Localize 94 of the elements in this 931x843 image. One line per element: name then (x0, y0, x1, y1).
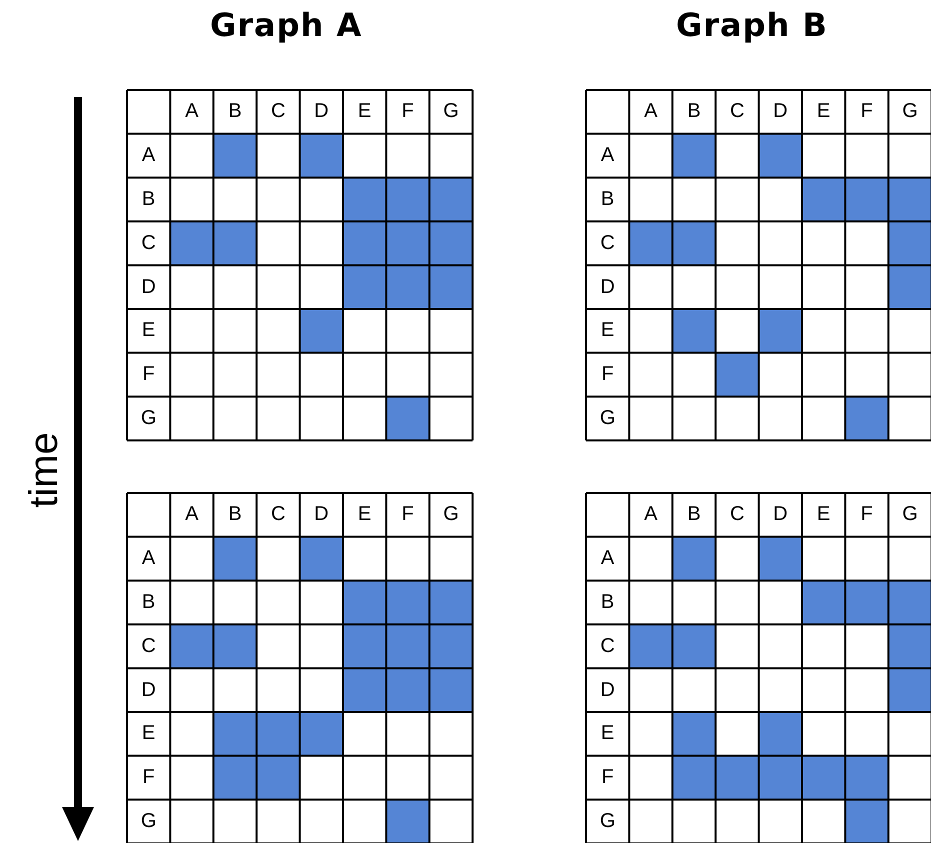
shaded-square (716, 756, 759, 800)
column-header: A (185, 503, 198, 526)
shaded-square (386, 800, 430, 843)
column-header: C (270, 503, 286, 526)
row-header: G (140, 406, 156, 430)
row-header: A (600, 547, 614, 570)
shaded-square (300, 309, 343, 353)
shaded-square (386, 178, 430, 222)
column-header: D (773, 503, 788, 526)
shaded-square (845, 580, 888, 624)
shaded-square (716, 352, 759, 397)
column-header: B (228, 503, 242, 526)
row-header: E (142, 722, 156, 746)
shaded-square (386, 580, 430, 624)
row-header: D (141, 276, 156, 299)
column-header: G (902, 100, 918, 124)
column-header: C (270, 100, 286, 124)
column-header: C (730, 100, 744, 124)
row-header: D (141, 678, 156, 702)
shaded-square (845, 178, 888, 222)
shaded-square (386, 624, 430, 668)
column-header: B (687, 503, 701, 526)
row-header: A (142, 144, 156, 168)
column-header: G (902, 503, 918, 526)
shaded-square (802, 178, 846, 222)
row-header: F (601, 766, 614, 790)
row-header: F (142, 363, 155, 386)
row-header: A (600, 144, 614, 168)
shaded-square (888, 178, 931, 222)
row-header: A (142, 547, 156, 570)
column-header: D (773, 100, 788, 124)
shaded-square (170, 624, 214, 668)
shaded-square (256, 712, 300, 756)
shaded-square (343, 668, 386, 712)
row-header: E (600, 319, 614, 342)
column-header: E (358, 503, 372, 526)
column-header: B (228, 100, 242, 124)
column-header: E (358, 100, 372, 124)
row-header: G (600, 406, 616, 430)
shaded-square (300, 712, 343, 756)
column-header: F (860, 503, 873, 526)
column-header: A (185, 100, 198, 124)
shaded-square (629, 624, 672, 668)
row-header: B (142, 188, 156, 211)
shaded-square (343, 178, 386, 222)
column-header: B (687, 100, 701, 124)
shaded-square (888, 668, 931, 712)
column-header: E (816, 503, 830, 526)
row-header: B (600, 188, 614, 211)
row-header: E (142, 319, 156, 342)
column-header: D (314, 503, 329, 526)
column-header: F (860, 100, 873, 124)
row-header: F (142, 766, 155, 790)
shaded-square (343, 580, 386, 624)
row-header: B (600, 590, 614, 614)
column-header: F (402, 503, 414, 526)
graph-title: Graph B (676, 6, 828, 44)
column-header: G (443, 100, 459, 124)
column-header: F (402, 100, 414, 124)
shaded-square (758, 309, 802, 353)
shaded-square (845, 800, 888, 843)
shaded-square (845, 396, 888, 440)
shaded-square (888, 265, 931, 309)
row-header: C (600, 634, 615, 658)
shaded-square (758, 712, 802, 756)
shaded-square (802, 580, 846, 624)
shaded-square (386, 396, 430, 440)
column-header: A (644, 503, 658, 526)
row-header: E (600, 722, 614, 746)
shaded-square (888, 580, 931, 624)
column-header: E (816, 100, 830, 124)
row-header: G (140, 810, 156, 833)
shaded-square (629, 221, 672, 266)
row-header: D (600, 276, 615, 299)
row-header: F (601, 363, 614, 386)
shaded-square (170, 221, 214, 266)
row-header: C (600, 232, 615, 255)
shaded-square (386, 221, 430, 266)
column-header: G (443, 503, 459, 526)
shaded-square (343, 265, 386, 309)
axis-label: time (21, 431, 67, 510)
graph-title: Graph A (210, 6, 362, 44)
row-header: C (141, 634, 156, 658)
column-header: A (644, 100, 658, 124)
shaded-square (386, 668, 430, 712)
shaded-square (386, 265, 430, 309)
shaded-square (256, 756, 300, 800)
column-header: C (730, 503, 744, 526)
shaded-square (845, 756, 888, 800)
column-header: D (314, 100, 329, 124)
row-header: C (141, 232, 156, 255)
row-header: B (142, 590, 156, 614)
row-header: D (600, 678, 615, 702)
row-header: G (600, 810, 616, 833)
